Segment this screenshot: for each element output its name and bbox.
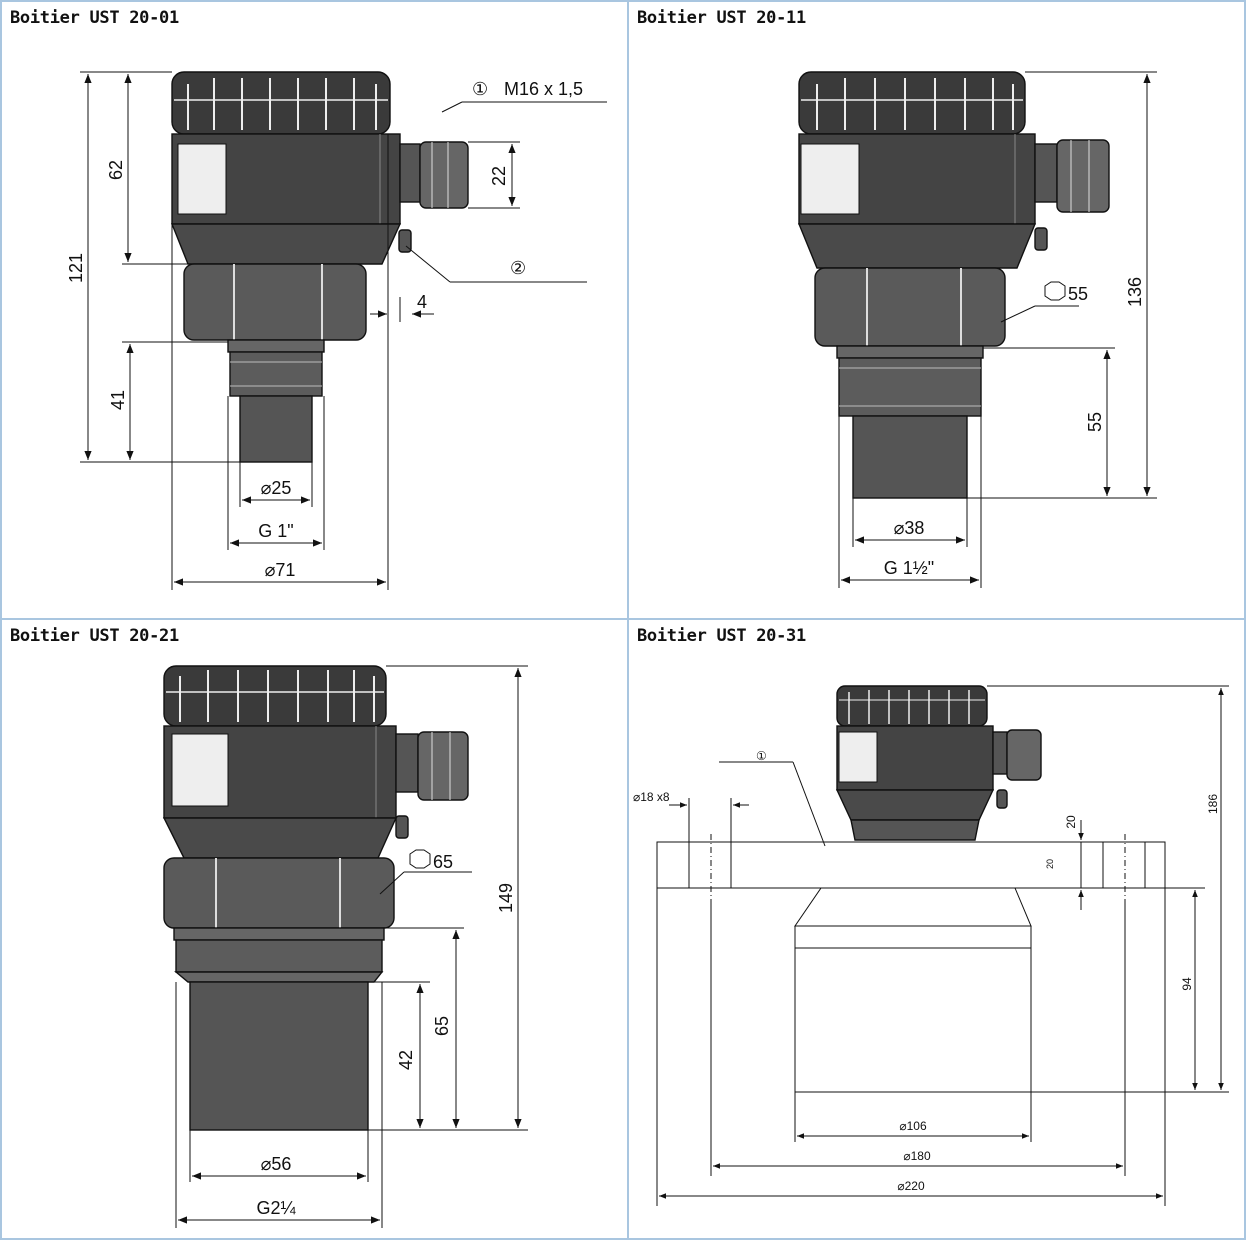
dim-height-total: 149 [496, 883, 516, 913]
dim-holes: ⌀18 x8 [633, 790, 670, 804]
sensor-body [794, 887, 1032, 1093]
dimension-lines [80, 71, 607, 590]
drawing-ust-20-11: 55 136 55 ⌀38 G 1½" [797, 71, 1157, 588]
housing-body [835, 725, 995, 841]
housing-body [170, 133, 402, 265]
dim-height-sensor: 42 [396, 1050, 416, 1070]
housing-body [162, 725, 398, 859]
housing-body [797, 133, 1037, 269]
cable-gland [992, 729, 1042, 781]
drawing-ust-20-01: 121 62 41 22 4 ⌀25 G 1" ⌀71 ① M16 x 1,5 … [66, 71, 607, 590]
cable-gland [395, 731, 469, 801]
callout-2: ② [510, 258, 526, 278]
dim-pcd: ⌀180 [903, 1149, 931, 1163]
dim-height-sensor: 55 [1085, 412, 1105, 432]
dim-diameter-sensor: ⌀25 [261, 478, 292, 498]
dimension-lines [175, 665, 528, 1228]
cable-gland [1034, 139, 1110, 213]
ground-screw [996, 789, 1008, 809]
dim-offset: 4 [417, 292, 427, 312]
sensor-tube [173, 927, 385, 1131]
dim-diameter-sensor: ⌀38 [894, 518, 925, 538]
dim-height-total: 136 [1125, 277, 1145, 307]
panel-ust-20-31: Boitier UST 20-31 [627, 618, 1246, 1240]
dimension-lines [838, 71, 1157, 588]
drawing-ust-20-31: 186 94 20 20 ⌀18 x8 ① ⌀106 ⌀180 ⌀220 [633, 685, 1229, 1206]
flange [656, 834, 1166, 900]
panel-title: Boitier UST 20-01 [10, 8, 179, 28]
hex-icon [1044, 281, 1066, 301]
sensor-tube [836, 345, 984, 499]
panel-title: Boitier UST 20-11 [637, 8, 806, 28]
dim-cable: 22 [489, 166, 509, 186]
dim-hex: 65 [433, 852, 453, 872]
dim-height-thread: 65 [432, 1016, 452, 1036]
cable-gland [399, 141, 469, 209]
callout-1-text: M16 x 1,5 [504, 79, 583, 99]
housing-cap [171, 71, 391, 135]
housing-cap [836, 685, 988, 727]
ground-screw [395, 815, 409, 839]
panel-title: Boitier UST 20-31 [637, 626, 806, 646]
ground-screw [1034, 227, 1048, 251]
dim-height-sensor: 94 [1180, 977, 1194, 991]
dim-flange-thickness-2: 20 [1045, 859, 1055, 869]
sensor-tube [227, 339, 325, 463]
dim-thread: G 1" [258, 521, 293, 541]
ground-screw [398, 229, 412, 253]
callout-1: ① [472, 79, 488, 99]
housing-cap [163, 665, 387, 727]
dim-diameter-sensor: ⌀56 [261, 1154, 292, 1174]
dim-height-sensor: 41 [108, 390, 128, 410]
panel-ust-20-11: Boitier UST 20-11 [627, 0, 1246, 620]
panel-ust-20-21: Boitier UST 20-21 [0, 618, 629, 1240]
dim-hex: 55 [1068, 284, 1088, 304]
callout-1: ① [756, 749, 767, 763]
dim-height-total: 121 [66, 253, 86, 283]
panel-ust-20-01: Boitier UST 20-01 [0, 0, 629, 620]
drawing-ust-20-21: 65 149 65 42 ⌀56 G2¼ [162, 665, 528, 1228]
dim-diameter-flange: ⌀220 [897, 1179, 925, 1193]
hex-nut [814, 267, 1006, 347]
housing-cap [798, 71, 1026, 135]
dim-thread: G2¼ [256, 1198, 296, 1218]
dim-flange-thickness: 20 [1064, 815, 1078, 829]
hex-icon [409, 849, 431, 869]
dimension-lines [656, 685, 1229, 1206]
panel-title: Boitier UST 20-21 [10, 626, 179, 646]
dim-diameter-sensor: ⌀106 [899, 1119, 927, 1133]
hex-nut [183, 263, 367, 341]
dim-thread: G 1½" [884, 558, 934, 578]
dim-height-head: 62 [106, 160, 126, 180]
hex-nut [163, 857, 395, 929]
dim-diameter-body: ⌀71 [265, 560, 296, 580]
dim-height-total: 186 [1206, 794, 1220, 814]
